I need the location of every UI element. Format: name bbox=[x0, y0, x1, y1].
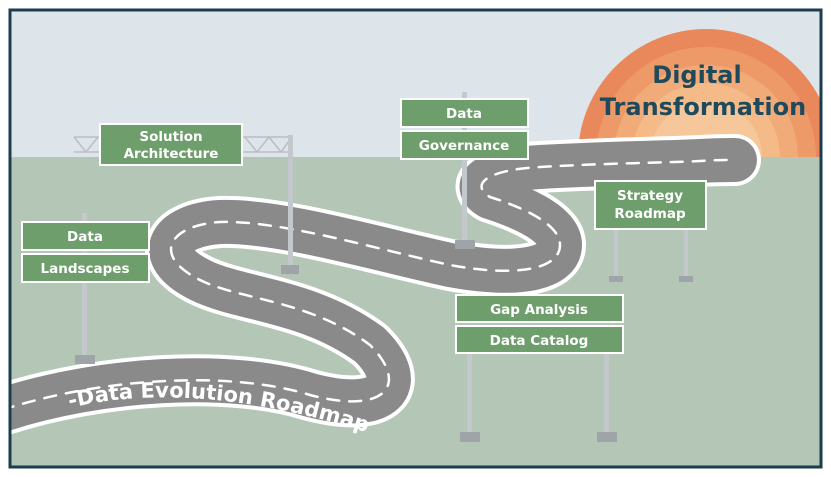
sign-data-governance-bottom: Governance bbox=[419, 138, 509, 154]
sign-data-governance-top: Data bbox=[446, 106, 482, 122]
destination-line2: Transformation bbox=[600, 93, 806, 121]
destination-line1: Digital bbox=[652, 61, 741, 89]
sign-data-landscapes-bottom: Landscapes bbox=[41, 261, 130, 277]
sign-solution-architecture: Solution Architecture bbox=[73, 123, 299, 274]
sign-strategy-roadmap-line1: Strategy bbox=[617, 188, 683, 204]
sign-solution-architecture-line1: Solution bbox=[139, 129, 202, 145]
sign-solution-architecture-line2: Architecture bbox=[124, 146, 219, 162]
sign-strategy-roadmap: Strategy Roadmap bbox=[594, 180, 707, 282]
sign-gap-analysis-data-catalog: Gap Analysis Data Catalog bbox=[455, 294, 624, 442]
frame-border bbox=[8, 8, 823, 469]
sign-strategy-roadmap-line2: Roadmap bbox=[614, 206, 686, 222]
sign-data-governance: Data Governance bbox=[400, 92, 529, 249]
winding-road bbox=[11, 134, 761, 435]
sign-data-landscapes-top: Data bbox=[67, 229, 103, 245]
sign-data-catalog: Data Catalog bbox=[490, 333, 589, 349]
sign-gap-analysis: Gap Analysis bbox=[490, 302, 588, 318]
sign-data-landscapes: Data Landscapes bbox=[21, 213, 150, 364]
destination-title: Digital Transformation bbox=[600, 61, 806, 121]
